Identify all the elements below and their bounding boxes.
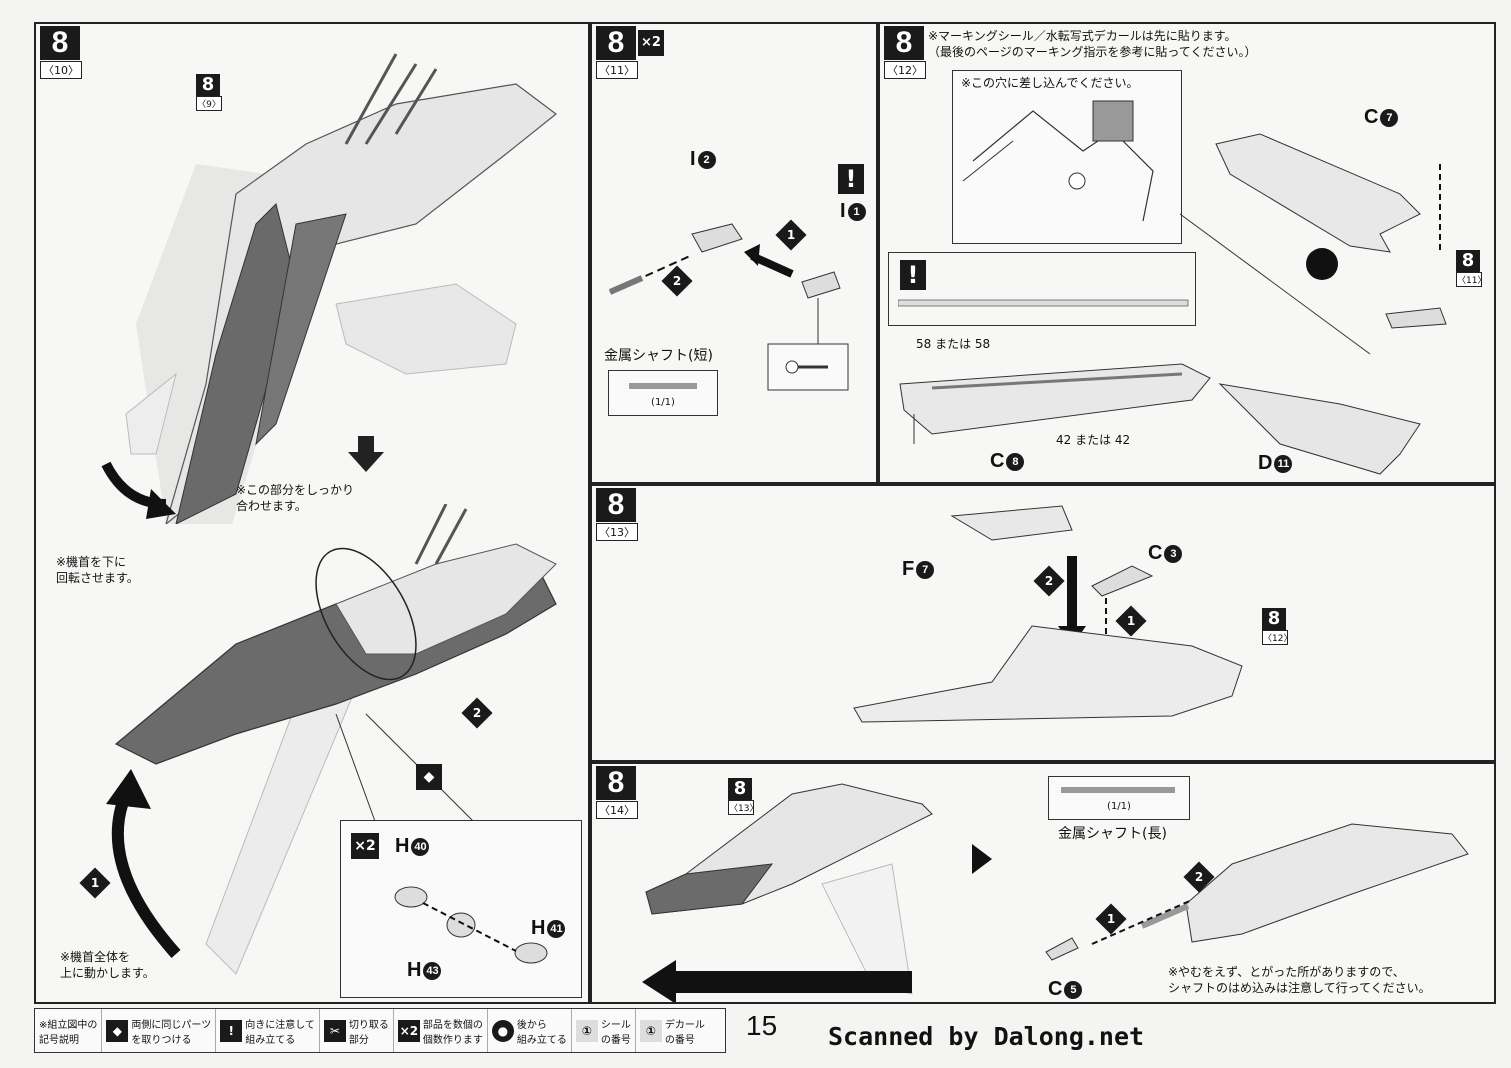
symbol-legend: ※組立図中の 記号説明 ◆両側に同じパーツ を取りつける !向きに注意して 組み… bbox=[34, 1008, 726, 1053]
ref-step-sub: 〈9〉 bbox=[196, 96, 222, 111]
step-badge: 8 〈10〉 bbox=[40, 26, 82, 79]
legend-item: ◆両側に同じパーツ を取りつける bbox=[102, 1009, 217, 1052]
decal-box bbox=[888, 252, 1196, 326]
ref-step-badge: 8 〈11〉 bbox=[1456, 250, 1486, 287]
legend-item: !向きに注意して 組み立てる bbox=[216, 1009, 320, 1052]
ref-step-sub: 〈11〉 bbox=[1456, 272, 1486, 287]
arrow-step-2: 2 bbox=[1183, 861, 1215, 893]
step-badge: 8 〈11〉 bbox=[596, 26, 638, 79]
note-marking: ※マーキングシール／水転写式デカールは先に貼ります。 （最後のページのマーキング… bbox=[928, 29, 1257, 59]
step-sub: 〈11〉 bbox=[596, 61, 638, 79]
step-sub: 〈13〉 bbox=[596, 523, 638, 541]
ref-step-sub: 〈12〉 bbox=[1262, 630, 1292, 645]
ref-step-number: 8 bbox=[1456, 250, 1480, 272]
step-sub: 〈10〉 bbox=[40, 61, 82, 79]
wing-fold-drawing bbox=[642, 783, 1469, 1002]
step-panel-12: 8 〈12〉 ※マーキングシール／水転写式デカールは先に貼ります。 （最後のペー… bbox=[878, 22, 1496, 484]
legend-title: ※組立図中の 記号説明 bbox=[35, 1009, 103, 1052]
multiplier-badge: ×2 bbox=[638, 30, 664, 56]
note-caution: ※やむをえず、とがった所がありますので、 シャフトのはめ込みは注意して行ってくだ… bbox=[1168, 965, 1431, 995]
step-sub: 〈14〉 bbox=[596, 801, 638, 819]
wing-upper-drawing bbox=[1179, 133, 1447, 475]
same-parts-icon: ◆ bbox=[416, 764, 442, 790]
ref-step-number: 8 bbox=[196, 74, 220, 96]
ref-step-sub: 〈13〉 bbox=[728, 800, 758, 815]
scan-credit: Scanned by Dalong.net bbox=[828, 1022, 1145, 1051]
step-number: 8 bbox=[884, 26, 924, 60]
detail-drawing bbox=[962, 100, 1154, 222]
arrow-step-1: 1 bbox=[1095, 903, 1127, 935]
arrow-step-2: 2 bbox=[461, 697, 493, 729]
ref-step-badge: 8 〈9〉 bbox=[196, 74, 222, 111]
shaft-ratio: (1/1) bbox=[651, 397, 675, 408]
shaft-label: 金属シャフト(短) bbox=[604, 348, 713, 364]
shaft-ratio: (1/1) bbox=[1107, 801, 1131, 812]
step-sub: 〈12〉 bbox=[884, 61, 926, 79]
arrow-step-1: 1 bbox=[1115, 605, 1147, 637]
ref-step-badge: 8 〈13〉 bbox=[728, 778, 758, 815]
legend-item: ●後から 組み立てる bbox=[488, 1009, 572, 1052]
shaft-size-box: (1/1) bbox=[608, 370, 718, 416]
decal-strip bbox=[898, 299, 1189, 307]
decal-42: 42 または 42 bbox=[1056, 433, 1131, 447]
caution-icon: ! bbox=[900, 260, 926, 290]
step-badge: 8 〈14〉 bbox=[596, 766, 638, 819]
subassembly-parts bbox=[394, 886, 548, 964]
shaft-bar bbox=[1061, 787, 1175, 793]
aircraft-illustration-top bbox=[101, 53, 557, 524]
page-number: 15 bbox=[746, 1010, 778, 1041]
note-insert: ※この穴に差し込んでください。 bbox=[961, 76, 1139, 90]
step-badge: 8 〈12〉 bbox=[884, 26, 926, 79]
shaft-size-box: (1/1) bbox=[1048, 776, 1190, 820]
legend-item: ✂切り取る 部分 bbox=[320, 1009, 394, 1052]
arrow-step-2: 2 bbox=[1033, 565, 1065, 597]
step-number: 8 bbox=[596, 766, 636, 800]
arrow-step-1: 1 bbox=[79, 867, 111, 899]
shaft-assembly-diagram bbox=[608, 223, 849, 391]
step-panel-10: 8 〈10〉 8 〈9〉 ※機首を下に 回転させます。 ※この部分をしっかり 合… bbox=[34, 22, 590, 1004]
ref-step-badge: 8 〈12〉 bbox=[1262, 608, 1292, 645]
shaft-label: 金属シャフト(長) bbox=[1058, 826, 1167, 842]
step-number: 8 bbox=[596, 26, 636, 60]
step-number: 8 bbox=[40, 26, 80, 60]
wing-assembly-drawing bbox=[853, 505, 1243, 723]
wing-c8-drawing bbox=[899, 363, 1211, 444]
arrow-step-2: 2 bbox=[661, 265, 693, 297]
step-badge: 8 〈13〉 bbox=[596, 488, 638, 541]
step-number: 8 bbox=[596, 488, 636, 522]
aircraft-illustration-bottom bbox=[106, 504, 557, 975]
down-arrow bbox=[348, 436, 384, 472]
note-fit-part: ※この部分をしっかり 合わせます。 bbox=[236, 483, 355, 513]
arrow-step-1: 1 bbox=[775, 219, 807, 251]
multiplier-badge: ×2 bbox=[351, 833, 379, 859]
ref-step-number: 8 bbox=[728, 778, 752, 800]
decal-58: 58 または 58 bbox=[916, 337, 991, 351]
caution-icon: ! bbox=[838, 164, 864, 194]
note-rotate-nose: ※機首を下に 回転させます。 bbox=[56, 555, 139, 585]
note-move-nose: ※機首全体を 上に動かします。 bbox=[60, 950, 155, 980]
shaft-bar bbox=[629, 383, 697, 389]
detail-box: ※この穴に差し込んでください。 bbox=[952, 70, 1182, 244]
ref-step-number: 8 bbox=[1262, 608, 1286, 630]
